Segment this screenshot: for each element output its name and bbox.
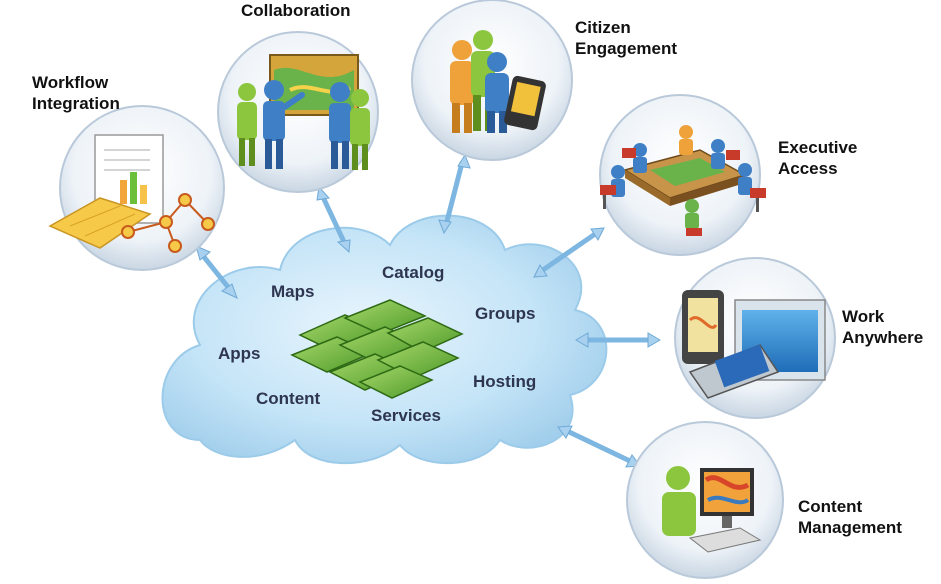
bubble-workflow-integration [48,105,225,271]
arrow-workflow [197,249,235,295]
mobile-devices-icon [682,290,826,399]
label-citizen-engagement: Citizen Engagement [575,17,677,59]
label-line: Anywhere [842,328,924,347]
label-line: Engagement [575,39,678,58]
person-at-computer-icon [662,466,762,553]
arrow-citizen [443,160,465,228]
bubble-content-management [626,421,784,579]
bubble-executive-access [599,94,766,256]
label-line: Integration [32,94,120,113]
bubble-work-anywhere [674,257,836,419]
label-line: Content [798,497,863,516]
label-content-management: Content Management [798,496,902,538]
label-line: Work [842,307,885,326]
arrow-collaboration [319,192,348,247]
bubble-collaboration [217,31,379,193]
label-line: Executive [778,138,858,157]
label-executive-access: Executive Access [778,137,857,179]
cloud-label-groups: Groups [475,304,536,323]
cloud-label-apps: Apps [218,344,261,363]
label-workflow-integration: Workflow Integration [32,72,120,114]
cloud-label-hosting: Hosting [473,372,537,391]
cloud-label-catalog: Catalog [382,263,445,282]
label-collaboration: Collaboration [241,0,351,21]
meeting-table-icon [600,125,766,236]
cloud-label-content: Content [256,389,321,408]
map-tiles-icon [290,299,464,399]
bubble-citizen-engagement [411,0,573,161]
connector-arrows [197,160,655,465]
label-work-anywhere: Work Anywhere [842,306,923,348]
label-line: Management [798,518,902,537]
cloud-label-maps: Maps [271,282,315,301]
arrow-content-management [562,427,635,465]
label-line: Citizen [575,18,631,37]
label-line: Workflow [32,73,109,92]
people-at-map-board-icon [237,54,370,170]
label-line: Collaboration [241,1,351,20]
cloud-label-services: Services [371,406,441,425]
arrow-executive [537,229,601,275]
document-chart-network-icon [48,134,215,253]
label-line: Access [778,159,838,178]
people-with-phone-icon [450,30,546,133]
